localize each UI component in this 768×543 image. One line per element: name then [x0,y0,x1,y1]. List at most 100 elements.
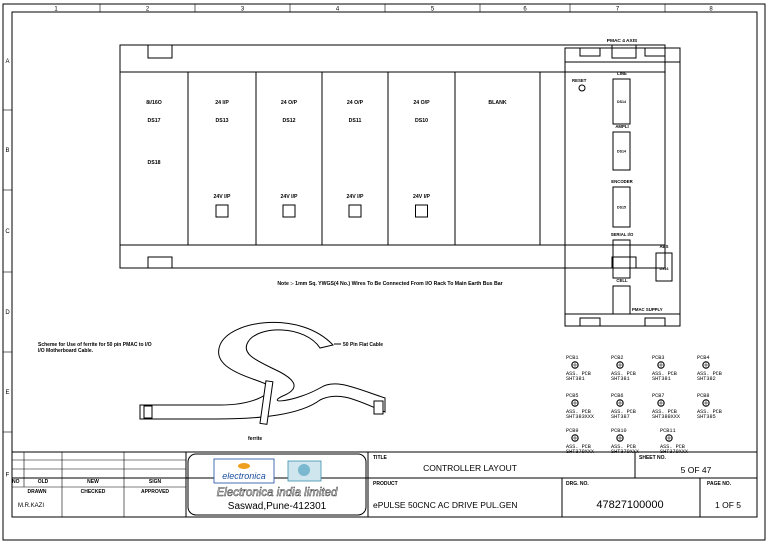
scheme-line-1: Scheme for Use of ferrite for 50 pin PMA… [38,342,152,348]
drawing-title: CONTROLLER LAYOUT [423,463,517,473]
slot-supply-label: 24V I/P [280,194,298,200]
pcb-line2: SHT388XXX [652,414,681,420]
reset-button[interactable] [578,84,586,92]
inner-border [11,11,758,518]
pcb-name: PCB5 [566,393,578,399]
product-label: PRODUCT [373,481,398,487]
drawn-by: M.R.KAZI [18,503,44,509]
slot-label: 8i/16O [146,100,162,106]
pcb-line1: ASS. PCB [660,444,685,450]
pcb-name: PCB11 [660,428,676,434]
column-label: 8 [709,7,713,13]
rack-top-notches [147,45,637,59]
company-box [187,453,367,516]
pmac-top-notches [579,48,666,57]
column-label: 3 [241,7,245,13]
slot-label: DS18 [148,160,161,166]
pmac-module [612,78,631,125]
pcb-line1: ASS. PCB [697,371,722,377]
company-name: Electronica india limited [217,487,338,499]
pmac-module-tag: DS14 [617,100,626,104]
pmac-module-label: SERIAL I/O [611,232,634,237]
pcb-name: PCB10 [611,428,627,434]
row-label: B [5,148,9,154]
pcb-name: PCB2 [611,355,623,361]
pmac-module [612,239,631,279]
rev-old-header: OLD [38,479,49,485]
pcb-line1: ASS. PCB [652,409,677,415]
abs-module [655,252,673,282]
pcb-name: PCB6 [611,393,623,399]
slot-terminal [282,204,296,218]
slot-terminal [348,204,362,218]
pcb-name: PCB4 [697,355,709,361]
flat-cable [139,321,386,420]
pmac-module-label: AMPLI [615,124,628,129]
ferrite-core [259,380,274,425]
slot-label: DS17 [148,118,161,124]
column-label: 6 [523,7,527,13]
cable-connector-right [373,400,384,415]
row-label: D [5,310,10,316]
slot-label: DS13 [216,118,229,124]
pcb-line1: ASS. PCB [566,444,591,450]
pcb-line2: SHT381 [566,376,585,382]
pcb-line1: ASS. PCB [611,444,636,450]
rack-top-rail [119,44,666,73]
rack-note: Note :- 1mm Sq. YWGS(4 No.) Wires To Be … [277,281,502,287]
title-block: NO OLD NEW SIGN DRAWN CHECKED APPROVED M… [12,451,757,517]
pcb-line1: ASS. PCB [697,409,722,415]
ferrite-label: ferrite [248,436,262,442]
pmac-module-tag: DS14 [617,150,626,154]
rev-no-header: NO [12,479,20,485]
pcb-line2: SHT385 [697,414,716,420]
page-number: 1 OF 5 [715,500,741,510]
pmac-unit: PMAC 4 AXIS RESET LINEDS14AMPLIDS14ENCOD… [564,38,681,327]
pcb-name: PCB7 [652,393,664,399]
pmac-module-label: LINE [617,71,627,76]
product-name: ePULSE 50CNC AC DRIVE PUL.GEN [373,500,518,510]
pmac-module-label: ENCODER [611,179,633,184]
sheet-label: SHEET NO. [639,455,667,461]
row-label: E [5,390,9,396]
rev-new-header: NEW [87,479,99,485]
pmac-frame [564,47,681,327]
sheet-number: 5 OF 47 [681,465,712,475]
row-label: A [5,59,9,65]
pcb-line2: SHT381 [611,376,630,382]
title-label: TITLE [373,455,388,461]
column-label: 4 [336,7,340,13]
pcb-line1: ASS. PCB [611,371,636,377]
rack-bottom-rail [119,244,666,269]
pmac-module-tag: DS15 [617,206,626,210]
pcb-line1: ASS. PCB [566,371,591,377]
drg-label: DRG. NO. [566,481,589,487]
pcb-line2: SHT381 [652,376,671,382]
slot-label: DS11 [349,118,362,124]
row-label: C [5,229,10,235]
pmac-module [612,131,631,171]
pcb-line1: ASS. PCB [566,409,591,415]
slot-label: 24 O/P [281,100,298,106]
checked-header: CHECKED [81,489,106,495]
pcb-name: PCB3 [652,355,664,361]
pcb-line1: ASS. PCB [611,409,636,415]
abs-label: ABS [659,244,668,249]
pmac-title: PMAC 4 AXIS [607,38,638,44]
column-label: 1 [54,7,58,13]
ferrite-scheme: Scheme for Use of ferrite for 50 pin PMA… [38,321,386,442]
slot-label: BLANK [488,100,506,106]
pcb-line2: SHT382 [697,376,716,382]
rack-body [119,71,666,246]
slot-terminal [215,204,229,218]
company-address: Saswad,Pune-412301 [228,501,327,512]
slot-label: DS12 [283,118,296,124]
globe-icon [298,464,310,476]
abs-tag: DS16 [660,267,669,271]
slot-label: 24 O/P [347,100,364,106]
